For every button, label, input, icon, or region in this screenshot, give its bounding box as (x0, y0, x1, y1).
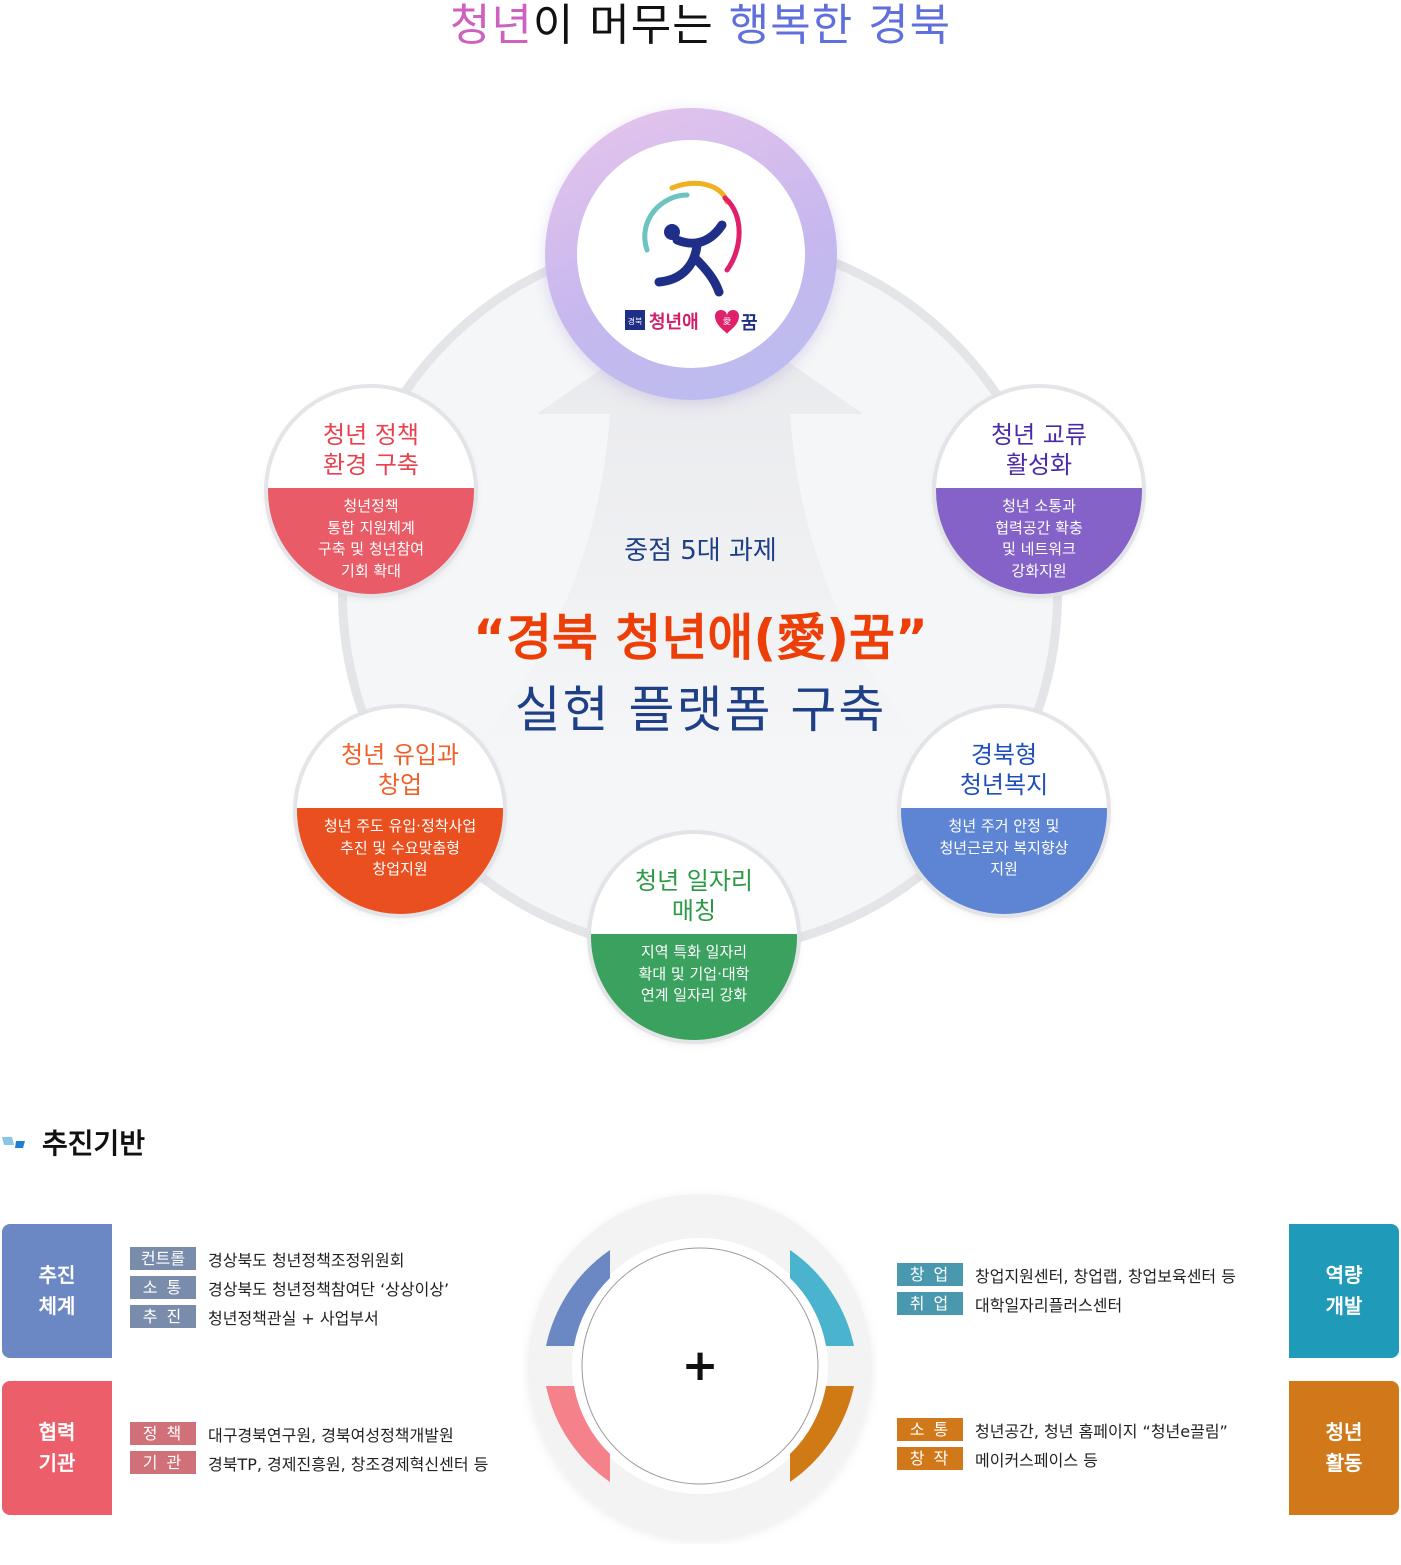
list-item: 창 작 메이커스페이스 등 (897, 1447, 1228, 1470)
page-title: 청년이 머무는 행복한 경북 (0, 0, 1401, 52)
platform-hub: 경북 청년애 愛 꿈 (545, 108, 837, 400)
partners-rows: 정 책 대구경북연구원, 경북여성정책개발원 기 관 경북TP, 경제진흥원, … (130, 1422, 488, 1480)
row-tag: 추 진 (130, 1305, 196, 1328)
row-text: 창업지원센터, 창업랩, 창업보육센터 등 (975, 1266, 1236, 1286)
row-text: 청년정책관실 + 사업부서 (208, 1308, 379, 1328)
list-item: 기 관 경북TP, 경제진흥원, 창조경제혁신센터 등 (130, 1451, 488, 1474)
row-tag: 창 작 (897, 1447, 963, 1470)
svg-text:愛: 愛 (723, 316, 731, 326)
row-tag: 취 업 (897, 1292, 963, 1315)
category-partners: 협력 기관 (2, 1381, 112, 1515)
arc-bottom-right (790, 1386, 854, 1482)
category-system: 추진 체계 (2, 1224, 112, 1358)
title-part-youth: 청년 (449, 0, 533, 51)
svg-text:청년애: 청년애 (649, 312, 699, 333)
list-item: 컨트롤 경상북도 청년정책조정위원회 (130, 1247, 449, 1270)
center-headline-2: 실현 플랫폼 구축 (514, 681, 887, 739)
row-tag: 창 업 (897, 1263, 963, 1286)
row-tag: 소 통 (130, 1276, 196, 1299)
title-part-stay: 이 머무는 (532, 0, 729, 51)
section-heading-label: 추진기반 (42, 1127, 146, 1160)
row-tag: 기 관 (130, 1451, 196, 1474)
list-item: 정 책 대구경북연구원, 경북여성정책개발원 (130, 1422, 488, 1445)
foundation-connector: + (528, 1194, 872, 1538)
list-item: 창 업 창업지원센터, 창업랩, 창업보육센터 등 (897, 1263, 1236, 1286)
arc-top-right (790, 1250, 854, 1346)
list-item: 소 통 청년공간, 청년 홈페이지 “청년e끌림” (897, 1418, 1228, 1441)
row-text: 대학일자리플러스센터 (975, 1295, 1123, 1315)
capacity-rows: 창 업 창업지원센터, 창업랩, 창업보육센터 등 취 업 대학일자리플러스센터 (897, 1263, 1236, 1321)
plus-icon: + (682, 1340, 719, 1391)
center-subtitle: 중점 5대 과제 (624, 536, 777, 566)
row-tag: 소 통 (897, 1418, 963, 1441)
activity-rows: 소 통 청년공간, 청년 홈페이지 “청년e끌림” 창 작 메이커스페이스 등 (897, 1418, 1228, 1476)
hub-logo-container: 경북 청년애 愛 꿈 (577, 140, 805, 368)
arc-bottom-left (546, 1386, 610, 1482)
row-text: 경북TP, 경제진흥원, 창조경제혁신센터 등 (208, 1454, 489, 1474)
list-item: 추 진 청년정책관실 + 사업부서 (130, 1305, 449, 1328)
category-activity: 청년 활동 (1289, 1381, 1399, 1515)
section-bullet-icon (2, 1137, 25, 1148)
gyeongbuk-youth-logo-icon: 경북 청년애 愛 꿈 (625, 180, 758, 334)
list-item: 취 업 대학일자리플러스센터 (897, 1292, 1236, 1315)
center-headline: “경북 청년애(愛)꿈” (473, 609, 928, 667)
svg-text:경북: 경북 (628, 316, 643, 326)
upward-arrow-icon (460, 300, 940, 760)
row-text: 메이커스페이스 등 (975, 1450, 1098, 1470)
title-part-happy: 행복한 경북 (728, 0, 952, 51)
section-heading-foundation: 추진기반 (2, 1124, 145, 1160)
row-text: 대구경북연구원, 경북여성정책개발원 (208, 1425, 454, 1445)
list-item: 소 통 경상북도 청년정책참여단 ‘상상이상’ (130, 1276, 449, 1299)
row-text: 경상북도 청년정책참여단 ‘상상이상’ (208, 1279, 450, 1299)
arc-top-left (546, 1250, 610, 1346)
row-tag: 정 책 (130, 1422, 196, 1445)
svg-text:꿈: 꿈 (741, 313, 758, 334)
category-capacity: 역량 개발 (1289, 1224, 1399, 1358)
row-text: 경상북도 청년정책조정위원회 (208, 1250, 405, 1270)
row-text: 청년공간, 청년 홈페이지 “청년e끌림” (975, 1421, 1228, 1441)
row-tag: 컨트롤 (130, 1247, 196, 1270)
system-rows: 컨트롤 경상북도 청년정책조정위원회 소 통 경상북도 청년정책참여단 ‘상상이… (130, 1247, 449, 1334)
